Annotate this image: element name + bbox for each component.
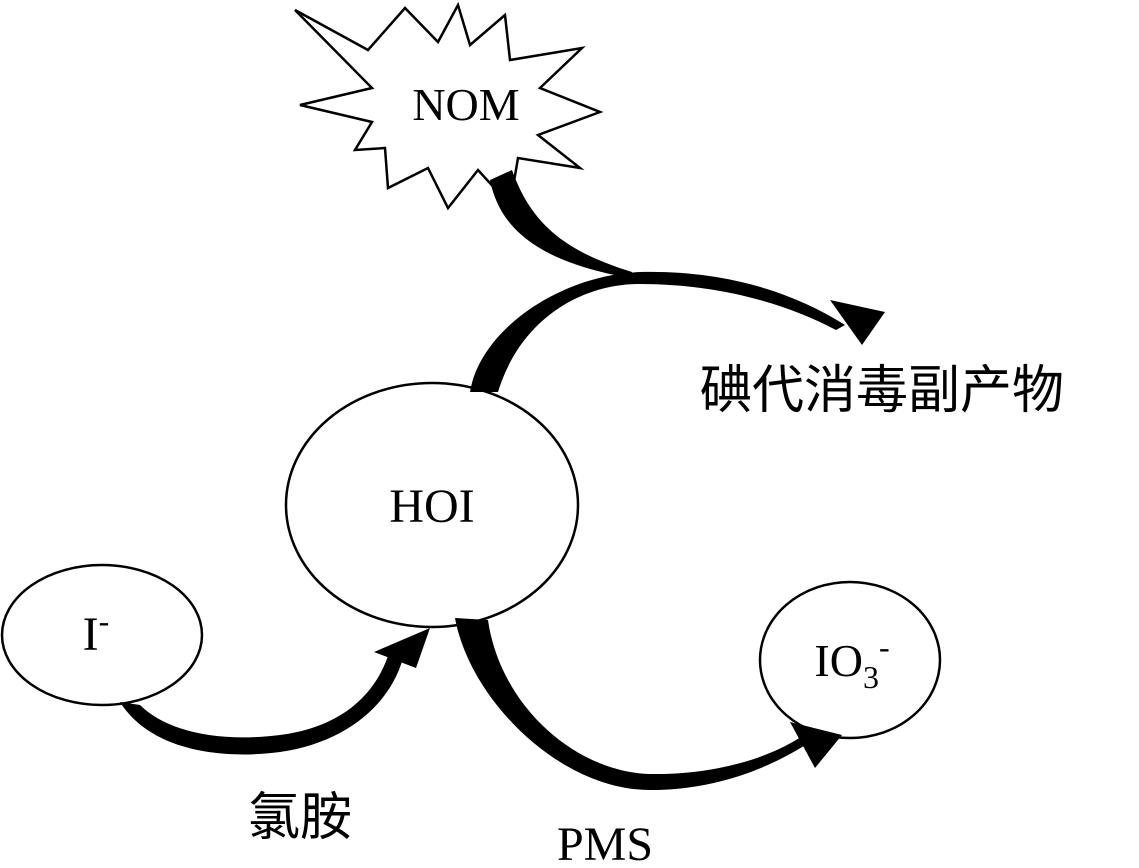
arrow-hoi-to-iodate-head (790, 722, 842, 768)
iodate-node: IO3- (758, 580, 942, 740)
iodide-label: I- (83, 603, 110, 661)
iodate-base: IO (814, 635, 863, 686)
arrow-iodide-to-hoi-head (374, 628, 430, 668)
iodide-charge: - (99, 603, 110, 639)
arrow-nom-branch-body (490, 170, 632, 278)
arrow-hoi-to-idbp-head (830, 300, 885, 345)
iodate-ellipse (758, 580, 942, 740)
iodate-subscript: 3 (863, 659, 879, 695)
arrow-nom-branch (490, 170, 632, 278)
hoi-label: HOI (389, 480, 474, 533)
pms-label: PMS (557, 818, 653, 868)
iodinated-dbp-label: 碘代消毒副产物 (700, 363, 1064, 420)
arrow-iodide-to-hoi (120, 628, 430, 755)
iodide-base: I (83, 608, 99, 661)
chloramine-label: 氯胺 (248, 790, 352, 847)
arrow-hoi-to-iodate-body (455, 618, 810, 790)
iodide-node: I- (0, 563, 204, 707)
hoi-ellipse (284, 381, 580, 629)
hoi-node: HOI (284, 381, 580, 629)
nom-label: NOM (412, 79, 519, 130)
nom-node: NOM (294, 1, 604, 211)
iodate-label: IO3- (814, 629, 889, 695)
arrow-iodide-to-hoi-body (120, 650, 405, 755)
iodide-ellipse (0, 563, 204, 707)
arrow-hoi-to-iodate (455, 618, 842, 790)
iodate-charge: - (879, 629, 890, 665)
arrow-hoi-to-idbp-body (470, 271, 845, 392)
nom-starburst-shape (294, 1, 604, 211)
arrow-hoi-to-idbp (470, 271, 885, 392)
